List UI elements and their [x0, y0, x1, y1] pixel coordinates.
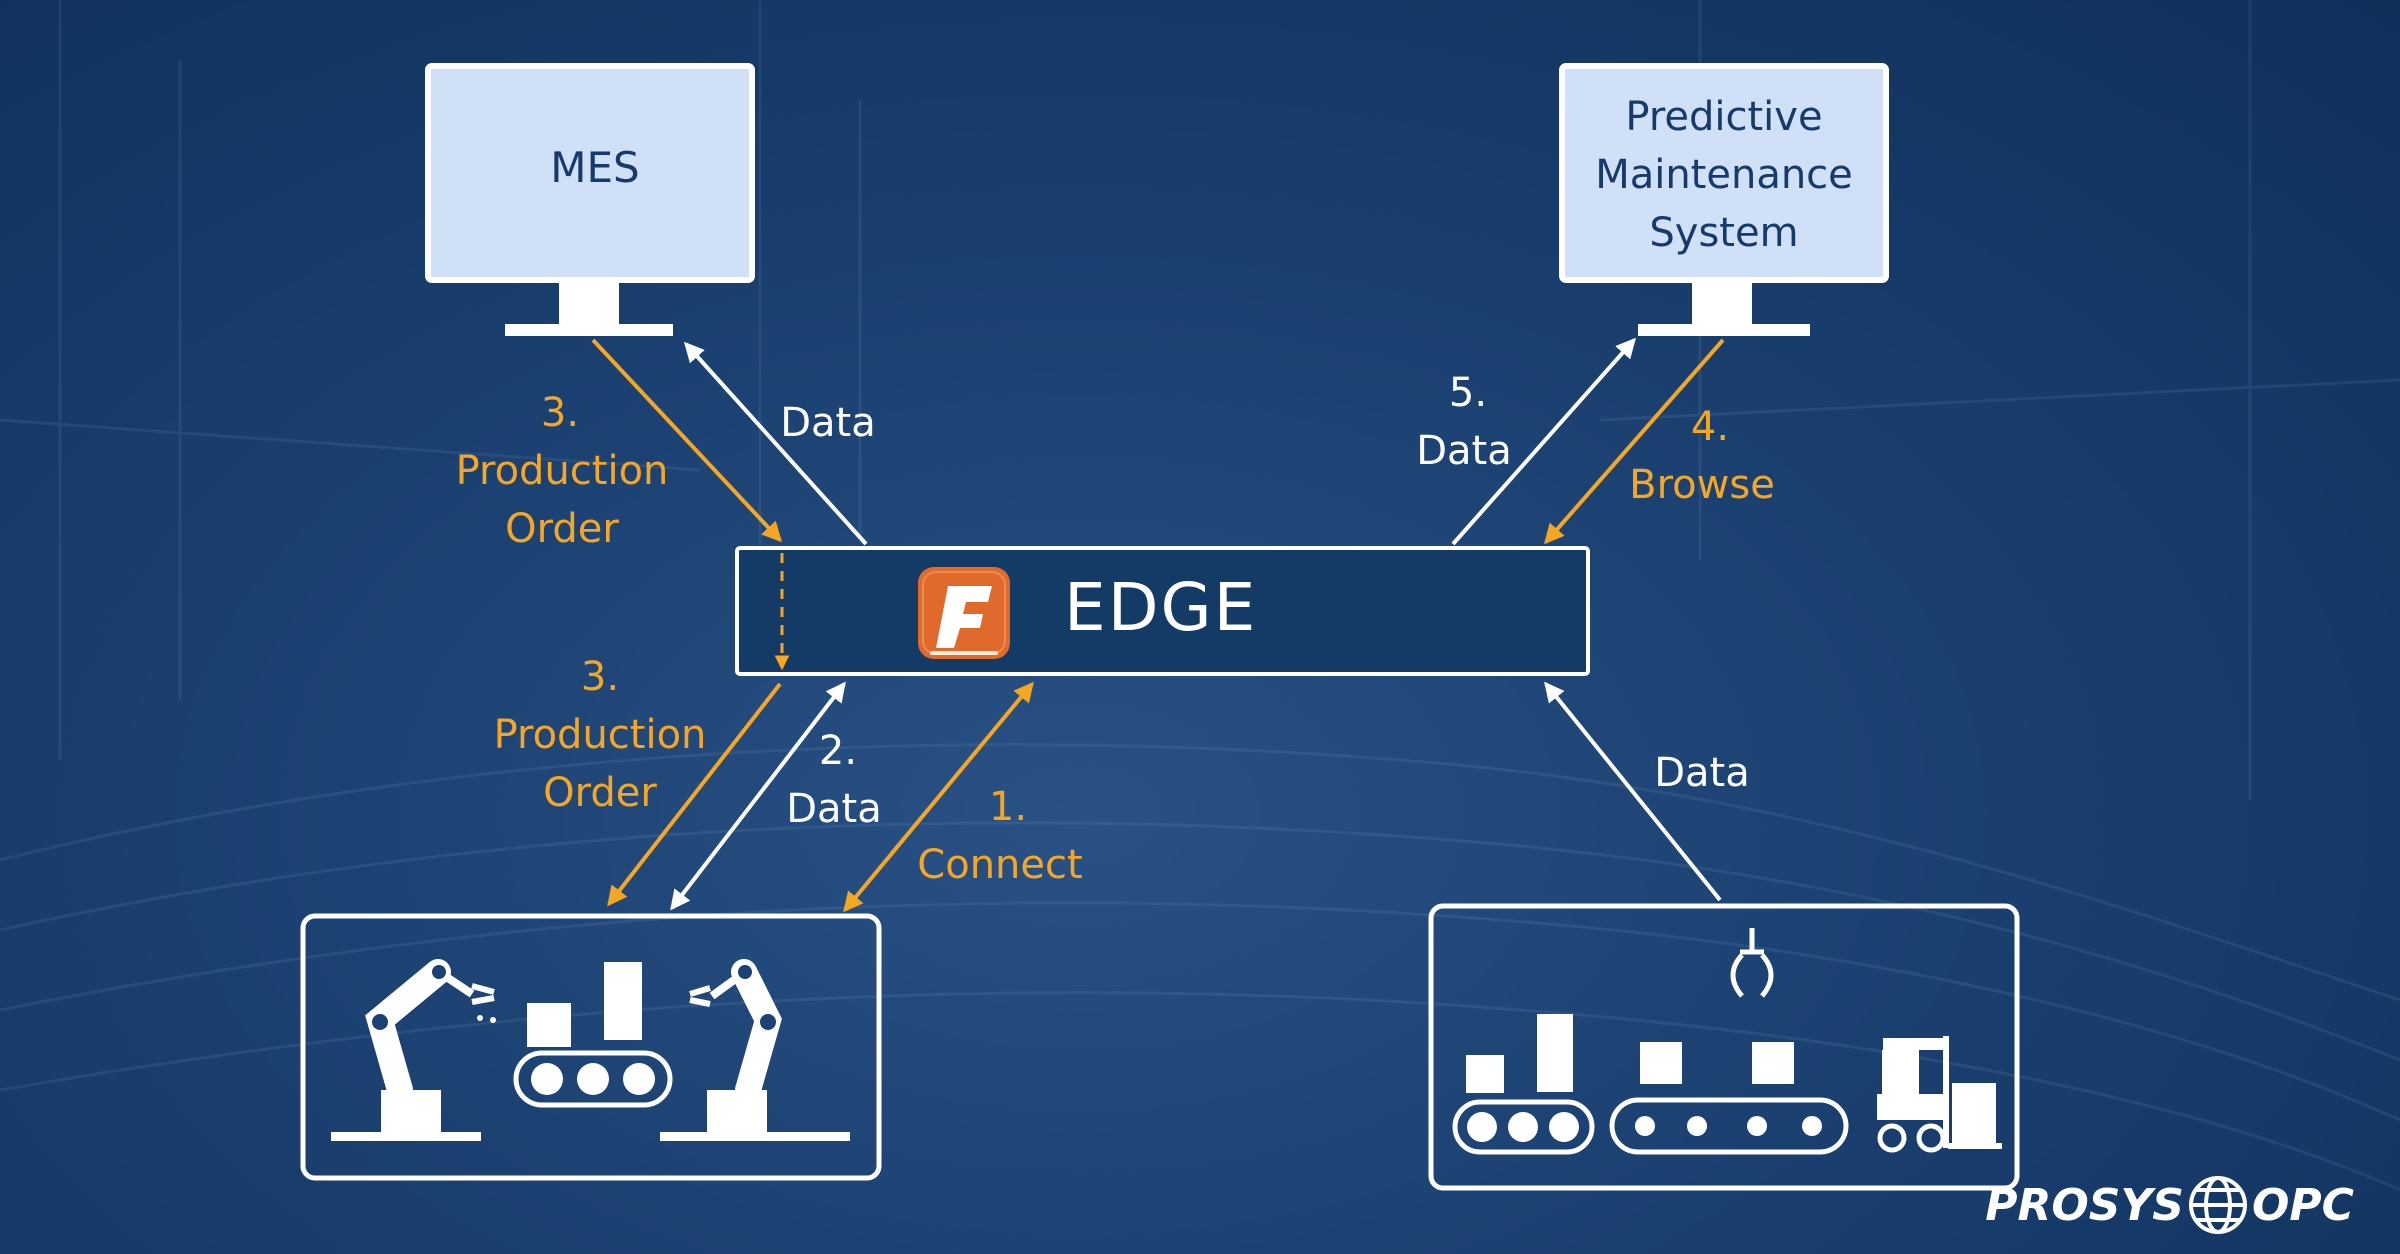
- pms-data-label: Data: [1416, 428, 1512, 474]
- pms-data-number: 5.: [1449, 370, 1487, 416]
- edge-label: EDGE: [1064, 569, 1257, 646]
- pms-label-line2: Maintenance: [1595, 152, 1853, 198]
- factory-background: [0, 0, 2400, 1192]
- connect-label: Connect: [917, 842, 1082, 888]
- warehouse-data-arrow: [1544, 681, 1722, 902]
- forklift-icon: [1877, 1036, 2002, 1153]
- conveyor-icon: [1452, 1014, 1595, 1155]
- brand-right: OPC: [2252, 1180, 2354, 1231]
- connect-arrow: [843, 681, 1034, 913]
- globe-icon: [2189, 1176, 2247, 1234]
- pms-label-line3: System: [1649, 210, 1798, 256]
- conveyor-icon: [1609, 1042, 1849, 1155]
- brand-left: PROSYS: [1985, 1180, 2184, 1231]
- cell-order-line1: Production: [494, 712, 707, 758]
- labels: Data 3. Production Order 3. Production O…: [456, 370, 1775, 888]
- manufacturing-cell: [300, 913, 882, 1181]
- mes-order-number: 3.: [541, 390, 579, 436]
- robot-arm-icon: [331, 959, 496, 1141]
- pms-data-arrow: [1451, 337, 1636, 546]
- mes-order-arrow: [591, 338, 783, 543]
- browse-number: 4.: [1691, 404, 1729, 450]
- robot-arm-icon: [660, 959, 850, 1141]
- cell-order-line2: Order: [543, 770, 657, 816]
- prosys-opc-logo: PROSYS OPC: [1985, 1176, 2354, 1234]
- mes-order-line2: Order: [505, 506, 619, 552]
- warehouse-data-label: Data: [1654, 750, 1750, 796]
- cell-order-number: 3.: [581, 654, 619, 700]
- gripper-icon: [1730, 928, 1774, 998]
- conveyor-icon: [513, 962, 673, 1108]
- browse-label: Browse: [1629, 462, 1775, 508]
- mes-label: MES: [550, 143, 639, 192]
- cell-data-label: Data: [786, 786, 882, 832]
- mes-order-line1: Production: [456, 448, 669, 494]
- browse-arrow: [1544, 338, 1725, 545]
- mes-data-label: Data: [780, 400, 876, 446]
- edge-app-icon: [918, 567, 1010, 659]
- cell-data-number: 2.: [819, 728, 857, 774]
- mes-monitor: MES: [425, 63, 755, 336]
- connect-number: 1.: [989, 784, 1027, 830]
- pms-label-line1: Predictive: [1625, 94, 1822, 140]
- arrows: [591, 337, 1725, 913]
- edge-node: EDGE: [735, 546, 1590, 676]
- pms-monitor: Predictive Maintenance System: [1559, 63, 1889, 336]
- warehouse-cell: [1428, 903, 2020, 1191]
- cell-data-arrow: [670, 681, 846, 911]
- mes-data-arrow: [683, 341, 868, 546]
